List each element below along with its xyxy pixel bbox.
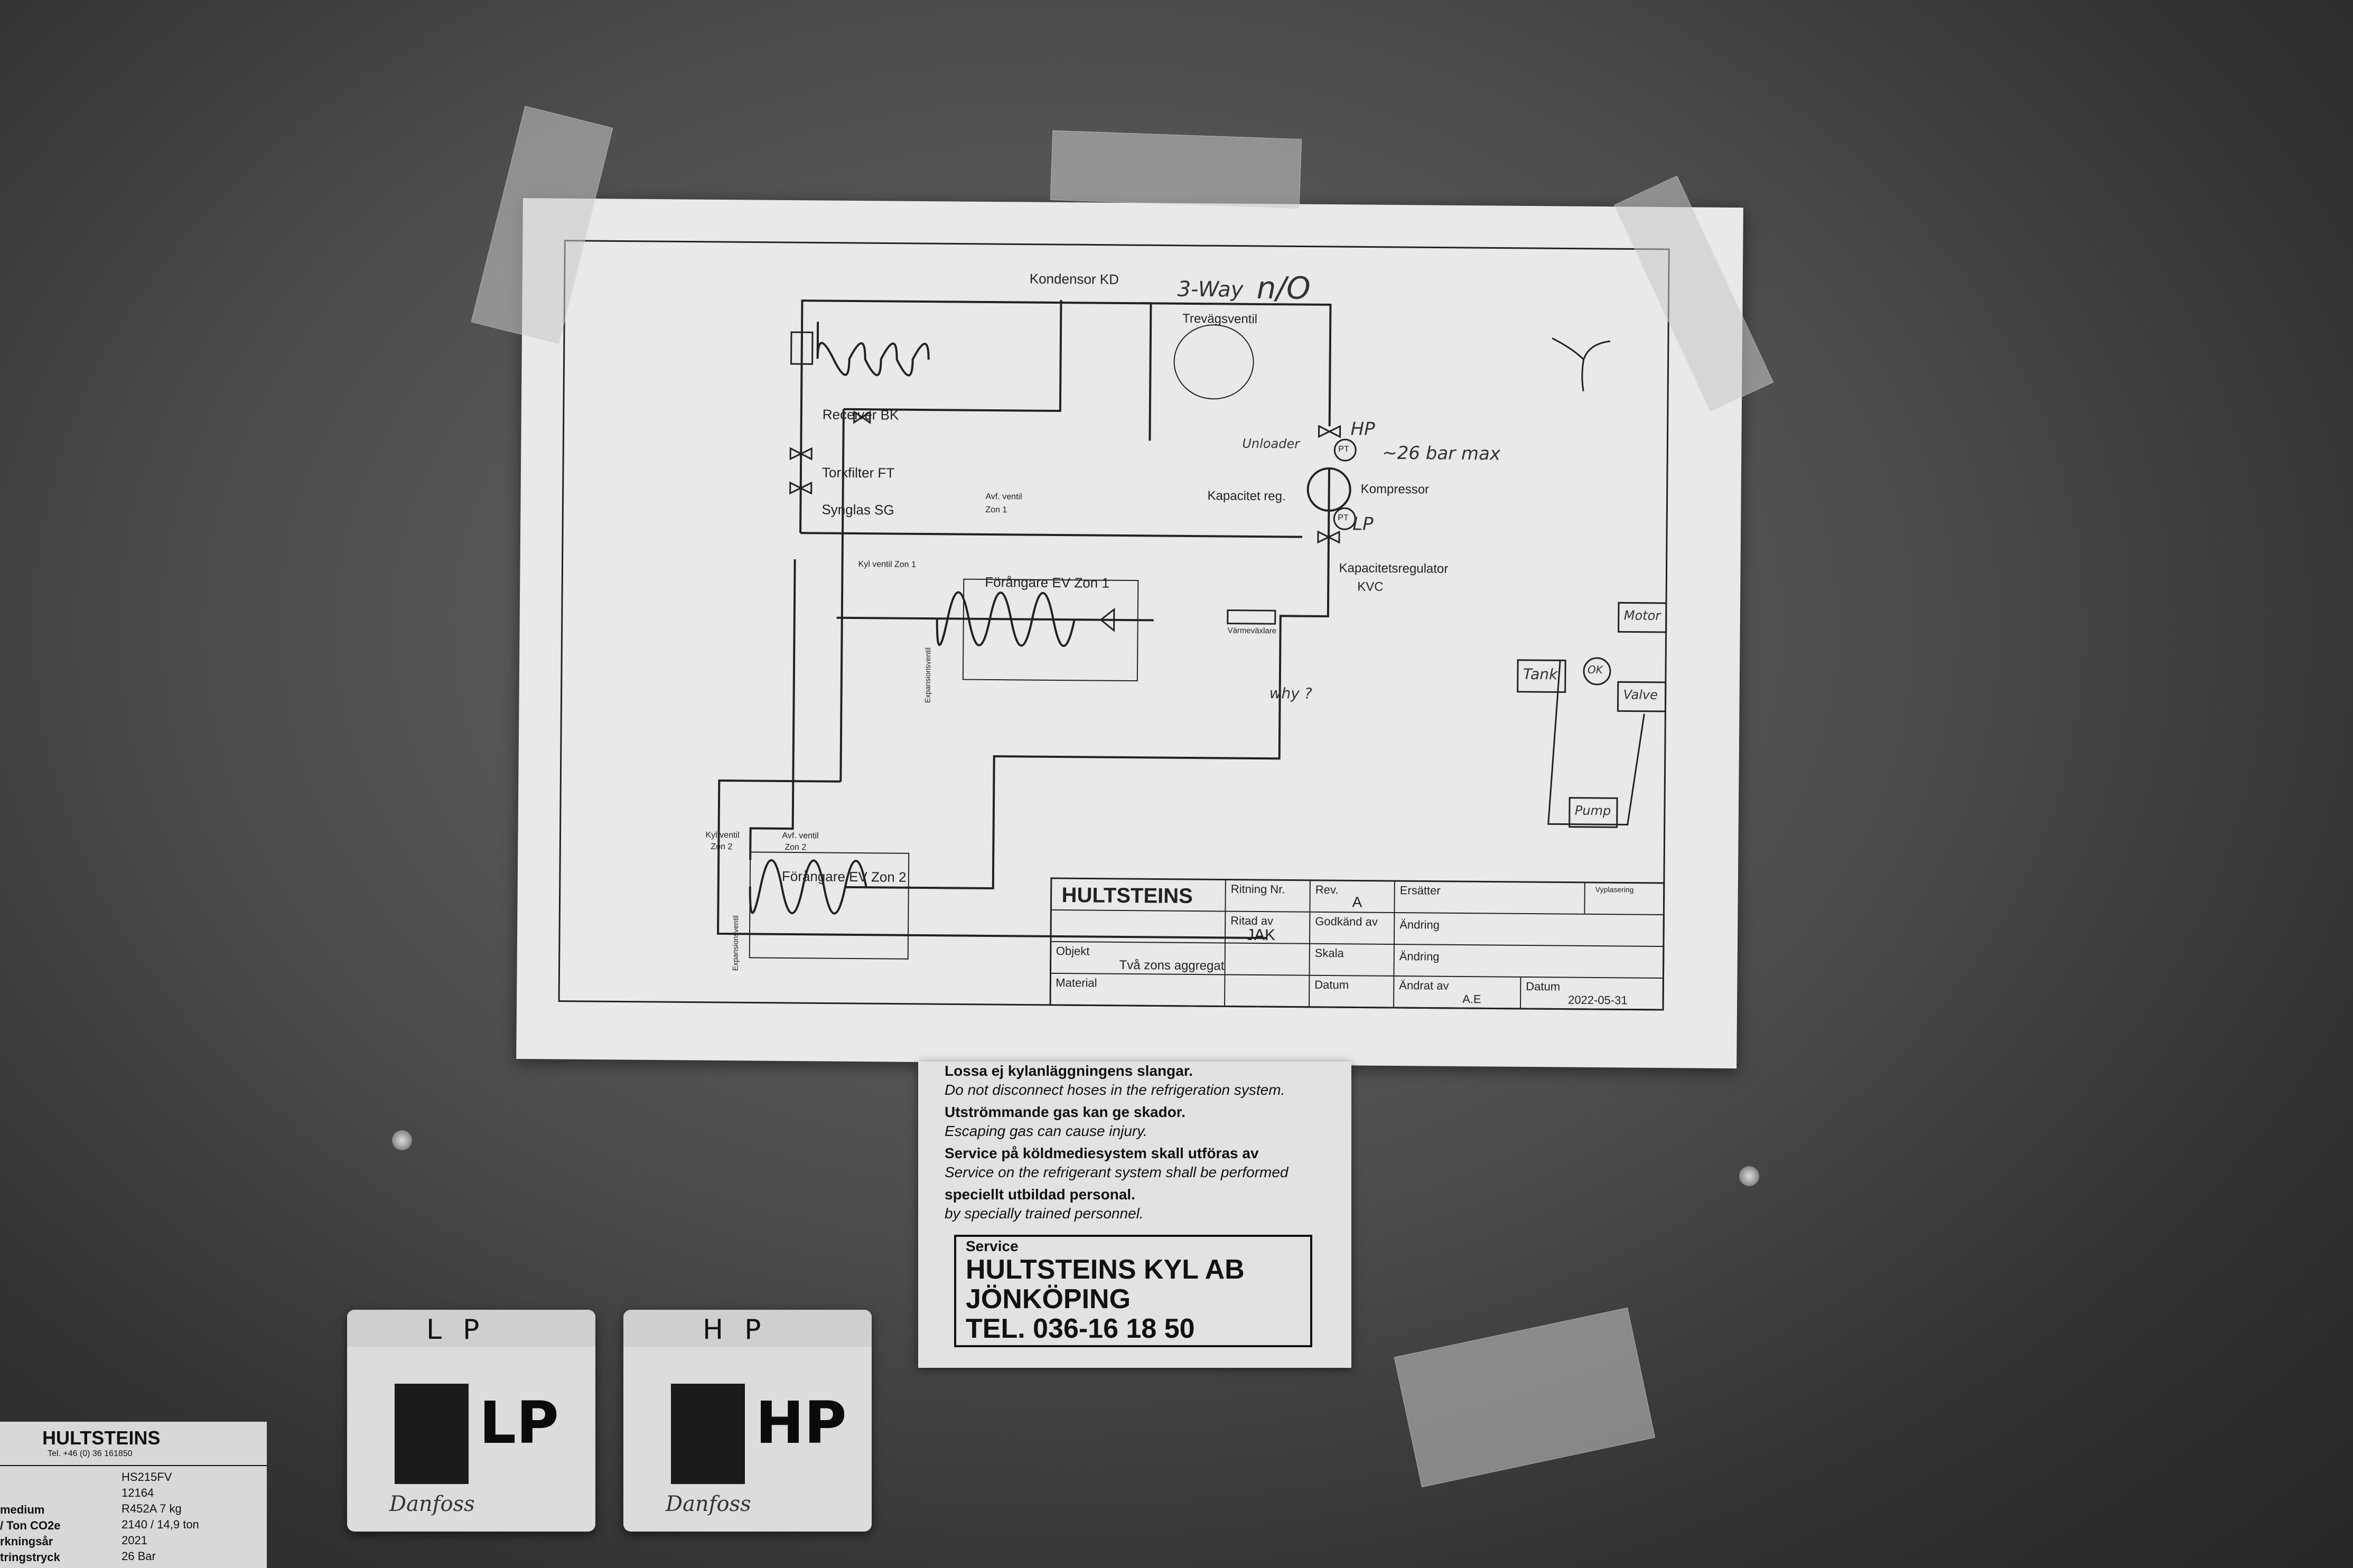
handwriting-why: why ? [1269,684,1312,702]
warning-line1-sv: Lossa ej kylanläggningens slangar. [945,1063,1193,1079]
title-block-skala: Skala [1314,946,1344,960]
label-forangare-2: Förångare EV Zon 2 [781,868,907,885]
label-kapacitetsregulator: Kapacitetsregulator [1339,561,1449,576]
label-kapacitet-reg: Kapacitet reg. [1207,489,1286,504]
title-block-brand: HULTSTEINS [1061,884,1193,908]
warning-line1-en: Do not disconnect hoses in the refrigera… [945,1082,1285,1098]
label-avf-ventil-2: Avf. ventil [782,831,819,841]
handwriting-hp: HP [1350,418,1375,440]
handwriting-ok: OK [1587,663,1603,677]
title-block-andrat-av-value: A.E [1462,992,1481,1006]
title-block-datum-label: Datum [1314,978,1349,992]
title-block-rev-value: A [1352,894,1362,910]
nameplate-co2-value: 2140 / 14,9 ton [122,1518,199,1531]
label-expansionsventil-1: Expansionsventil [923,647,932,703]
title-block-ersatter: Ersätter [1399,884,1441,897]
label-kyl-ventil-2: Kyl ventil [705,830,740,840]
handwriting-pump: Pump [1574,803,1611,819]
tape-bottom-right [1394,1307,1656,1488]
nameplate-serial: 12164 [122,1486,154,1499]
warning-line2-sv: Utströmmande gas kan ge skador. [945,1104,1185,1120]
nameplate-year-label: rkningsår [0,1535,53,1548]
title-block-ritning-nr: Ritning Nr. [1230,882,1285,896]
tape-top-center [1050,130,1302,209]
handwriting-tank: Tank [1523,665,1558,683]
nameplate-model: HS215FV [122,1470,172,1484]
title-block-andring-2: Ändring [1399,950,1440,963]
switch-hp-top-label: HP [703,1314,782,1346]
title-block-datum-label-2: Datum [1526,979,1561,993]
nameplate-medium-label: medium [0,1503,45,1516]
switch-hp-brand: Danfoss [666,1492,751,1516]
warning-label: Lossa ej kylanläggningens slangar. Do no… [918,1062,1351,1368]
label-varmevaxlare: Värmeväxlare [1227,626,1277,636]
warning-line3-sv: Service på köldmediesystem skall utföras… [945,1145,1259,1161]
service-contact-box: Service HULTSTEINS KYL AB JÖNKÖPING TEL.… [954,1235,1312,1347]
switch-lp-top-label: LP [426,1314,501,1346]
switch-lp-dial[interactable] [395,1384,469,1484]
service-city: JÖNKÖPING [966,1284,1131,1315]
label-kondensor: Kondensor KD [1029,270,1119,287]
title-block-vyplasering: Vyplasering [1595,885,1634,894]
title-block-ritad-av-value: JAK [1246,926,1276,944]
warning-line4-en: by specially trained personnel. [945,1205,1144,1222]
nameplate-co2-label: / Ton CO2e [0,1519,61,1532]
nameplate-pressure-label: tringstryck [0,1551,60,1564]
title-block-material: Material [1056,975,1097,990]
switch-hp-big-label: HP [755,1389,847,1457]
schematic-sheet: Kondensor KD Trevägsventil Receiver BK T… [516,198,1743,1069]
nameplate-brand: HULTSTEINS [42,1427,161,1449]
screw-left [392,1130,412,1150]
switch-lp-brand: Danfoss [389,1492,475,1516]
label-trevagsventil: Trevägsventil [1182,311,1258,326]
handwriting-max: ~26 bar max [1382,442,1501,465]
label-zon2-small-b: Zon 2 [785,842,807,852]
service-heading: Service [966,1238,1019,1254]
label-expansionsventil-2: Expansionsventil [731,915,740,971]
label-zon2-small-a: Zon 2 [711,842,733,852]
refrigeration-schematic [558,240,1670,1011]
title-block-rev: Rev. [1315,882,1339,897]
title-block-datum-value: 2022-05-31 [1568,993,1628,1007]
switch-lp-big-label: LP [479,1389,559,1457]
handwriting-valve: Valve [1623,687,1658,702]
label-kvc: KVC [1357,579,1384,594]
pressure-switch-lp: LP LP Danfoss [347,1310,595,1532]
nameplate-year-value: 2021 [122,1534,147,1547]
title-block-objekt: Objekt [1056,944,1090,958]
title-block-andring-1: Ändring [1399,918,1440,932]
label-synglas: Synglas SG [821,501,894,518]
warning-line2-en: Escaping gas can cause injury. [945,1123,1147,1139]
title-block-andrat-av: Ändrat av [1399,979,1449,992]
warning-line3-en: Service on the refrigerant system shall … [945,1164,1288,1180]
unit-nameplate: HULTSTEINS Tel. +46 (0) 36 161850 HS215F… [0,1422,267,1568]
label-receiver: Receiver BK [822,406,899,423]
handwriting-motor: Motor [1623,608,1661,623]
handwriting-lp: LP [1352,513,1374,535]
title-block-godkand-av: Godkänd av [1315,914,1378,928]
screw-right [1739,1166,1759,1186]
label-kyl-ventil-1: Kyl ventil Zon 1 [858,560,917,569]
label-kompressor: Kompressor [1360,482,1430,497]
switch-hp-dial[interactable] [671,1384,745,1484]
label-avf-ventil-1: Avf. ventil [985,492,1022,502]
nameplate-tel: Tel. +46 (0) 36 161850 [48,1449,133,1458]
nameplate-medium-value: R452A 7 kg [122,1502,182,1515]
handwriting-three-way: 3-Way [1177,277,1244,302]
pressure-switch-hp: HP HP Danfoss [623,1310,872,1532]
handwriting-unloader: Unloader [1242,436,1300,452]
service-phone: TEL. 036-16 18 50 [966,1313,1195,1344]
label-zon1-small: Zon 1 [985,505,1007,515]
nameplate-pressure-value: 26 Bar [122,1550,156,1563]
title-block-objekt-value: Två zons aggregat [1119,957,1225,973]
handwriting-nio: n/O [1256,269,1311,306]
service-company: HULTSTEINS KYL AB [966,1254,1245,1285]
label-torkfilter: Torkfilter FT [821,464,895,481]
warning-line4-sv: speciellt utbildad personal. [945,1186,1135,1203]
label-forangare-1: Förångare EV Zon 1 [985,574,1110,591]
label-pt-high: PT [1338,445,1349,454]
label-pt-low: PT [1338,513,1349,523]
